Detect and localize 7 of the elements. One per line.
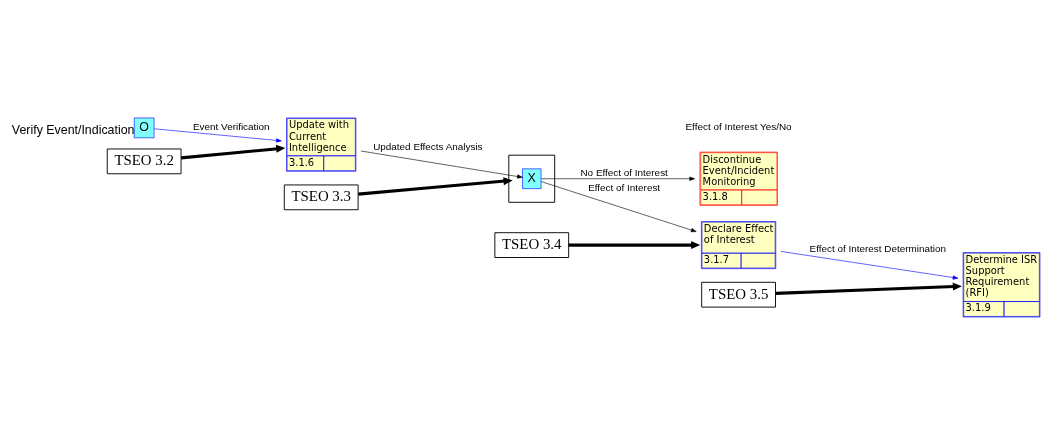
edge-label: Updated Effects Analysis <box>373 141 483 153</box>
edge-label: No Effect of Interest <box>580 166 668 178</box>
node-label: Verify Event/Indication <box>11 123 135 138</box>
edge-label: Event Verification <box>193 120 270 132</box>
label: Effect of Interest Yes/No <box>685 120 792 132</box>
edge-label: Effect of Interest Determination <box>809 243 946 255</box>
edge-label: Effect of Interest <box>588 182 661 194</box>
